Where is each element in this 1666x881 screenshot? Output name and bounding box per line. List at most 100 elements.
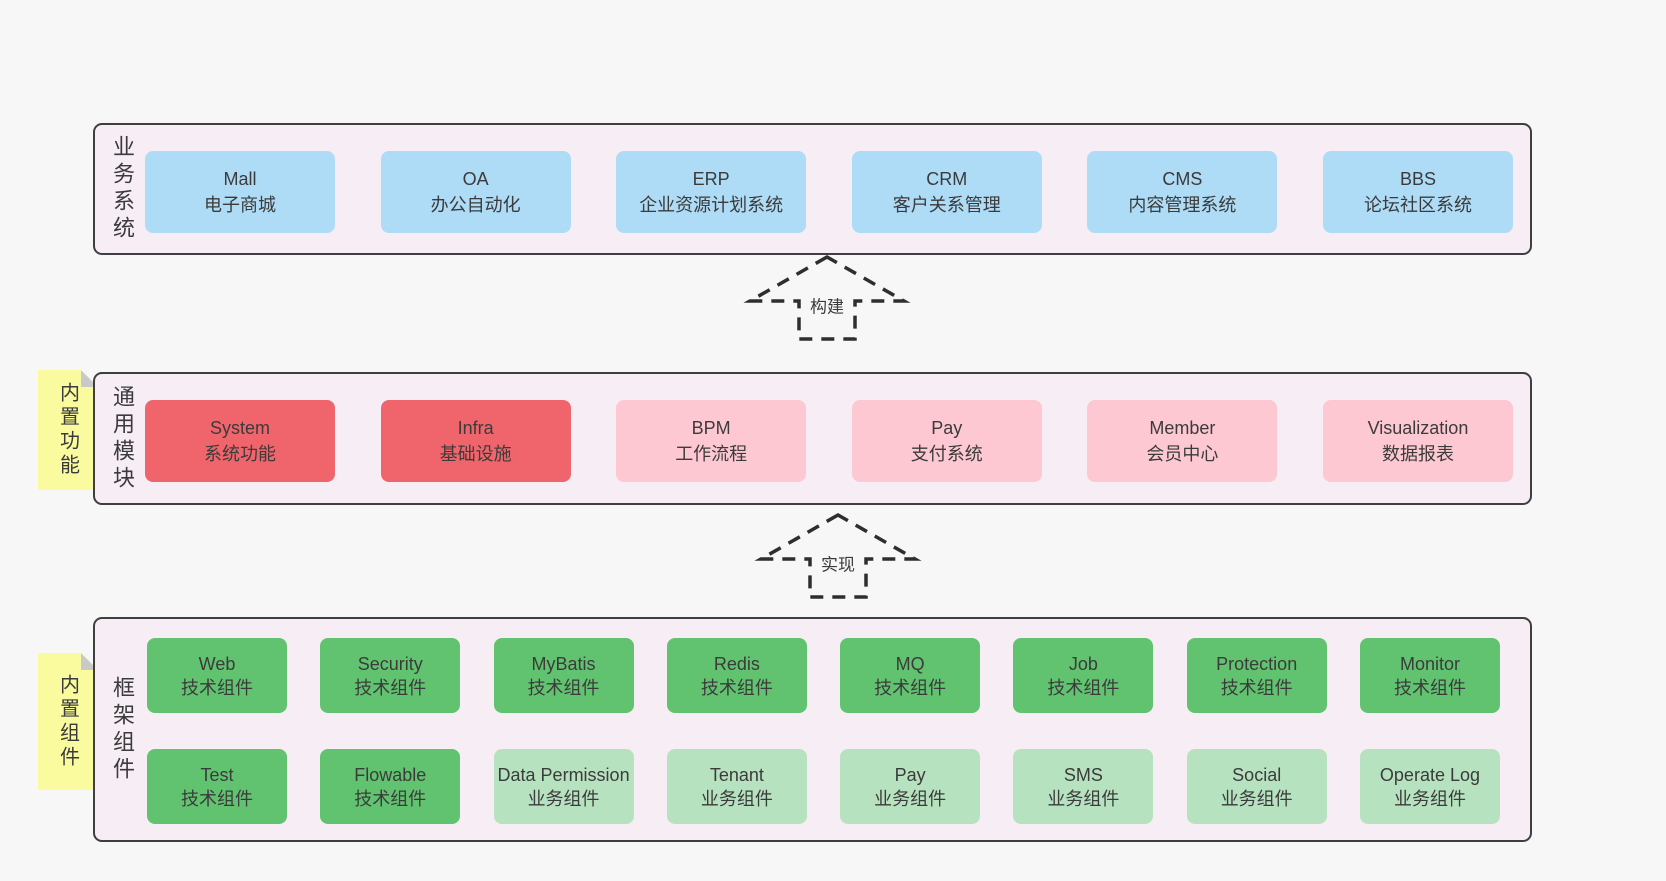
- framework-components-panel: 框架组件 Web 技术组件 Security 技术组件 MyBatis 技术组件…: [93, 617, 1532, 842]
- box-subtitle: 电子商城: [204, 195, 276, 215]
- box-subtitle: 技术组件: [1220, 677, 1293, 698]
- box-subtitle: 业务组件: [527, 788, 600, 809]
- box-data-permission: Data Permission 业务组件: [493, 749, 634, 824]
- business-systems-side-label: 业务系统: [110, 135, 135, 243]
- box-subtitle: 技术组件: [527, 677, 600, 698]
- box-title: Tenant: [709, 764, 764, 785]
- arrow-up-icon: [754, 512, 922, 599]
- box-oa: OA 办公自动化: [380, 151, 571, 233]
- box-tenant: Tenant 业务组件: [666, 749, 807, 824]
- box-title: BPM: [691, 418, 731, 438]
- box-title: OA: [462, 169, 489, 189]
- box-title: Social: [1232, 764, 1282, 785]
- box-title: Member: [1149, 418, 1216, 438]
- box-title: Web: [198, 653, 236, 674]
- box-subtitle: 工作流程: [675, 444, 748, 464]
- box-subtitle: 技术组件: [354, 788, 427, 809]
- builtin-components-label: 内置组件: [56, 673, 79, 770]
- build-arrow: 构建: [742, 254, 912, 342]
- box-title: Data Permission: [497, 764, 630, 785]
- framework-components-row-1: Web 技术组件 Security 技术组件 MyBatis 技术组件 Redi…: [147, 638, 1500, 713]
- box-subtitle: 技术组件: [874, 677, 947, 698]
- framework-components-row-2: Test 技术组件 Flowable 技术组件 Data Permission …: [147, 749, 1500, 824]
- box-title: Monitor: [1399, 653, 1460, 674]
- box-subtitle: 技术组件: [354, 677, 427, 698]
- box-bbs: BBS 论坛社区系统: [1322, 151, 1513, 233]
- box-web: Web 技术组件: [147, 638, 287, 713]
- box-erp: ERP 企业资源计划系统: [616, 151, 807, 233]
- box-sms: SMS 业务组件: [1013, 749, 1154, 824]
- common-modules-panel: 通用模块 System 系统功能 Infra 基础设施 BPM 工作流程 Pay…: [93, 372, 1532, 505]
- box-title: Pay: [931, 418, 963, 438]
- box-subtitle: 内容管理系统: [1128, 195, 1237, 215]
- box-subtitle: 业务组件: [700, 788, 773, 809]
- build-arrow-label: 构建: [807, 291, 847, 319]
- box-subtitle: 技术组件: [700, 677, 773, 698]
- box-subtitle: 系统功能: [204, 444, 276, 464]
- arrow-up-icon: [743, 254, 911, 341]
- builtin-functions-label: 内置功能: [56, 382, 79, 478]
- box-subtitle: 客户关系管理: [892, 195, 1001, 215]
- box-subtitle: 业务组件: [1220, 788, 1293, 809]
- box-title: Redis: [713, 653, 760, 674]
- business-systems-panel: 业务系统 Mall 电子商城 OA 办公自动化 ERP 企业资源计划系统 CRM…: [93, 123, 1532, 255]
- box-job: Job 技术组件: [1013, 638, 1154, 713]
- box-operate-log: Operate Log 业务组件: [1359, 749, 1500, 824]
- box-infra: Infra 基础设施: [380, 400, 571, 482]
- box-pay: Pay 支付系统: [851, 400, 1042, 482]
- box-subtitle: 基础设施: [439, 444, 512, 464]
- box-social: Social 业务组件: [1186, 749, 1327, 824]
- box-mq: MQ 技术组件: [840, 638, 981, 713]
- builtin-functions-sticky: 内置功能: [38, 370, 98, 490]
- box-flowable: Flowable 技术组件: [320, 749, 461, 824]
- box-subtitle: 技术组件: [1393, 677, 1466, 698]
- box-subtitle: 业务组件: [1393, 788, 1466, 809]
- box-subtitle: 支付系统: [910, 444, 983, 464]
- common-modules-side-label: 通用模块: [110, 384, 135, 493]
- box-subtitle: 企业资源计划系统: [639, 195, 784, 215]
- box-subtitle: 办公自动化: [430, 195, 521, 215]
- box-title: ERP: [692, 169, 730, 189]
- box-title: Infra: [457, 418, 494, 438]
- box-redis: Redis 技术组件: [666, 638, 807, 713]
- box-mybatis: MyBatis 技术组件: [493, 638, 634, 713]
- business-systems-row: Mall 电子商城 OA 办公自动化 ERP 企业资源计划系统 CRM 客户关系…: [145, 151, 1513, 233]
- framework-components-side-label: 框架组件: [110, 675, 135, 784]
- box-bpm: BPM 工作流程: [616, 400, 807, 482]
- box-subtitle: 技术组件: [181, 677, 253, 698]
- box-title: Flowable: [354, 764, 427, 785]
- box-pay-component: Pay 业务组件: [840, 749, 981, 824]
- box-title: Pay: [894, 764, 926, 785]
- box-subtitle: 数据报表: [1381, 444, 1454, 464]
- box-test: Test 技术组件: [147, 749, 287, 824]
- common-modules-row: System 系统功能 Infra 基础设施 BPM 工作流程 Pay 支付系统…: [145, 400, 1513, 482]
- box-monitor: Monitor 技术组件: [1359, 638, 1500, 713]
- box-mall: Mall 电子商城: [145, 151, 335, 233]
- box-title: Protection: [1216, 653, 1298, 674]
- box-subtitle: 业务组件: [1047, 788, 1120, 809]
- box-title: Visualization: [1367, 418, 1469, 438]
- box-subtitle: 业务组件: [874, 788, 947, 809]
- box-title: Job: [1068, 653, 1098, 674]
- builtin-components-sticky: 内置组件: [38, 653, 98, 790]
- box-subtitle: 论坛社区系统: [1363, 195, 1472, 215]
- framework-components-grid: Web 技术组件 Security 技术组件 MyBatis 技术组件 Redi…: [147, 638, 1500, 824]
- box-title: Security: [357, 653, 423, 674]
- box-title: SMS: [1063, 764, 1103, 785]
- box-title: System: [209, 418, 270, 438]
- box-title: Operate Log: [1379, 764, 1480, 785]
- box-system: System 系统功能: [145, 400, 335, 482]
- box-security: Security 技术组件: [320, 638, 461, 713]
- box-title: CRM: [926, 169, 968, 189]
- box-member: Member 会员中心: [1087, 400, 1278, 482]
- box-subtitle: 技术组件: [181, 788, 253, 809]
- box-title: CMS: [1162, 169, 1203, 189]
- box-title: MQ: [895, 653, 925, 674]
- box-crm: CRM 客户关系管理: [851, 151, 1042, 233]
- implement-arrow-label: 实现: [818, 549, 858, 577]
- box-protection: Protection 技术组件: [1186, 638, 1327, 713]
- box-title: Test: [200, 764, 234, 785]
- box-subtitle: 技术组件: [1047, 677, 1120, 698]
- box-visualization: Visualization 数据报表: [1322, 400, 1513, 482]
